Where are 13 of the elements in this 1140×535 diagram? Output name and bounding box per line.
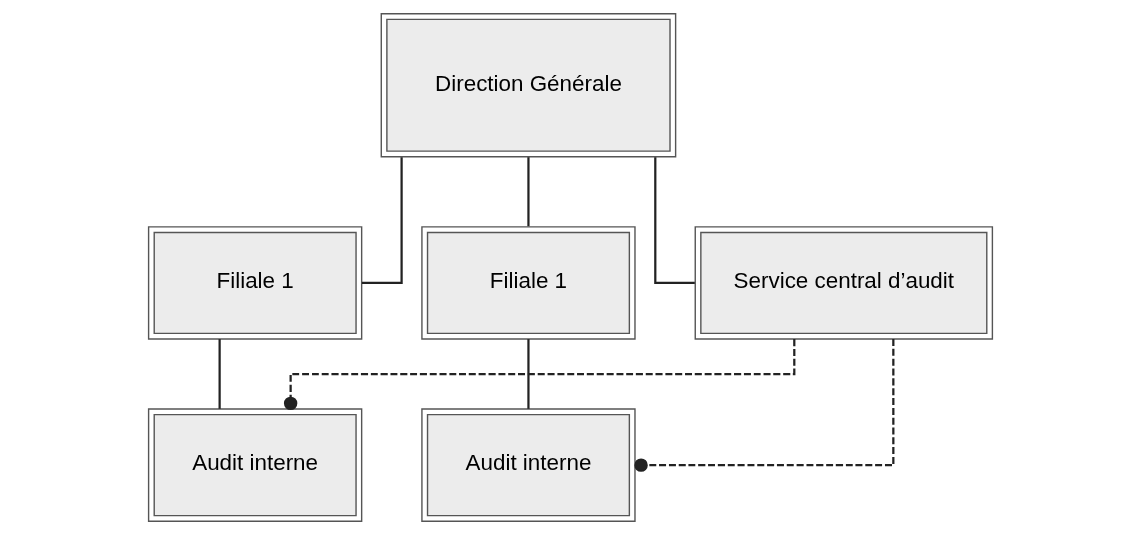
connector: [526, 339, 530, 409]
connector: [283, 339, 795, 411]
connector: [526, 157, 530, 227]
node-box: Service central d’audit: [694, 226, 993, 340]
node-box: Filiale 1: [420, 226, 636, 340]
connector: [361, 157, 403, 285]
node-box: Audit interne: [420, 408, 636, 522]
connector: [653, 157, 695, 285]
connector: [633, 339, 894, 472]
connector: [218, 339, 221, 409]
node-box: Audit interne: [147, 408, 362, 522]
node-box: Direction Générale: [380, 13, 676, 158]
node-box: Filiale 1: [147, 226, 362, 340]
